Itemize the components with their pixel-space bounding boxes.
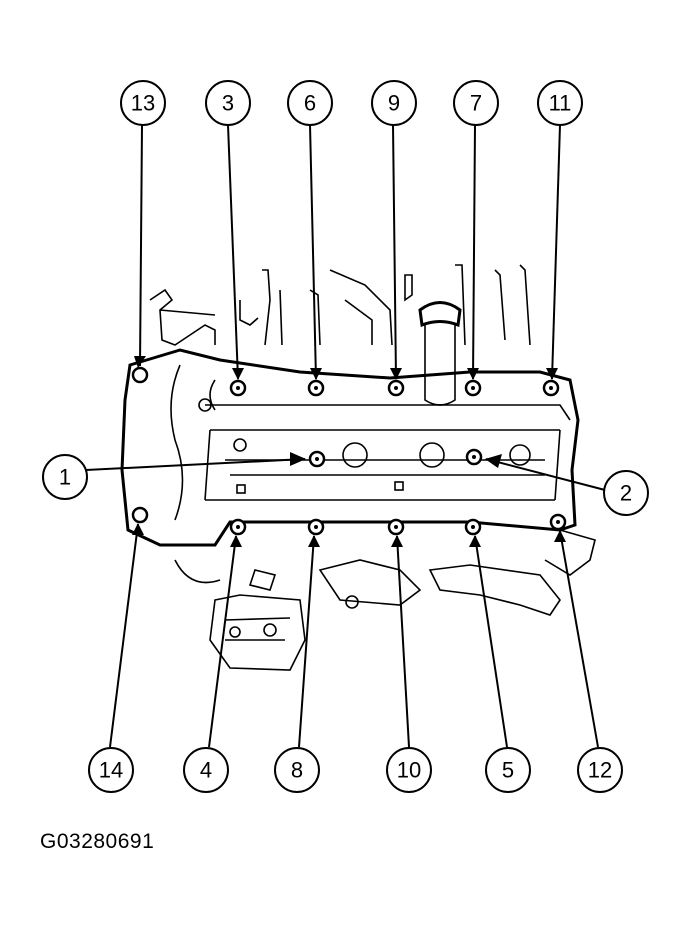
callout-1: 1	[42, 454, 88, 500]
svg-text:13: 13	[131, 91, 155, 116]
svg-text:12: 12	[588, 758, 612, 783]
callout-14: 14	[88, 747, 134, 793]
svg-text:3: 3	[222, 91, 234, 116]
callout-3: 3	[205, 80, 251, 126]
bolt-4	[229, 518, 247, 536]
svg-text:4: 4	[200, 758, 212, 783]
callout-5: 5	[485, 747, 531, 793]
bolt-12	[549, 513, 567, 531]
callout-9: 9	[371, 80, 417, 126]
bolt-1	[308, 450, 326, 468]
bolt-14	[131, 506, 149, 524]
bolt-9	[387, 379, 405, 397]
svg-text:5: 5	[502, 758, 514, 783]
svg-text:2: 2	[620, 481, 632, 506]
callout-6: 6	[287, 80, 333, 126]
valve-cover	[120, 348, 580, 547]
bolt-11	[542, 379, 560, 397]
callouts-side: 1 2	[42, 454, 649, 516]
svg-text:1: 1	[59, 465, 71, 490]
callout-13: 13	[120, 80, 166, 126]
callout-2: 2	[603, 470, 649, 516]
bolt-10	[387, 518, 405, 536]
callouts-bottom: 14 4 8 10 5 12	[88, 747, 623, 793]
figure-code: G03280691	[40, 830, 155, 853]
bolt-8	[307, 518, 325, 536]
svg-text:9: 9	[388, 91, 400, 116]
lower-engine-components	[174, 529, 596, 671]
callout-11: 11	[537, 80, 583, 126]
bolt-7	[464, 379, 482, 397]
bolt-13	[131, 366, 149, 384]
svg-text:11: 11	[549, 91, 572, 116]
svg-text:6: 6	[304, 91, 316, 116]
bolt-2	[465, 448, 483, 466]
svg-text:7: 7	[470, 91, 482, 116]
bolt-6	[307, 379, 325, 397]
svg-text:8: 8	[291, 758, 303, 783]
callouts-top: 13 3 6 9 7 11	[120, 80, 583, 126]
callout-12: 12	[577, 747, 623, 793]
callout-7: 7	[453, 80, 499, 126]
bolt-5	[464, 518, 482, 536]
callout-10: 10	[386, 747, 432, 793]
callout-4: 4	[183, 747, 229, 793]
leader-lines	[85, 124, 606, 748]
svg-text:10: 10	[397, 758, 421, 783]
svg-text:14: 14	[99, 758, 123, 783]
callout-8: 8	[274, 747, 320, 793]
bolts	[131, 366, 567, 536]
bolt-3	[229, 379, 247, 397]
